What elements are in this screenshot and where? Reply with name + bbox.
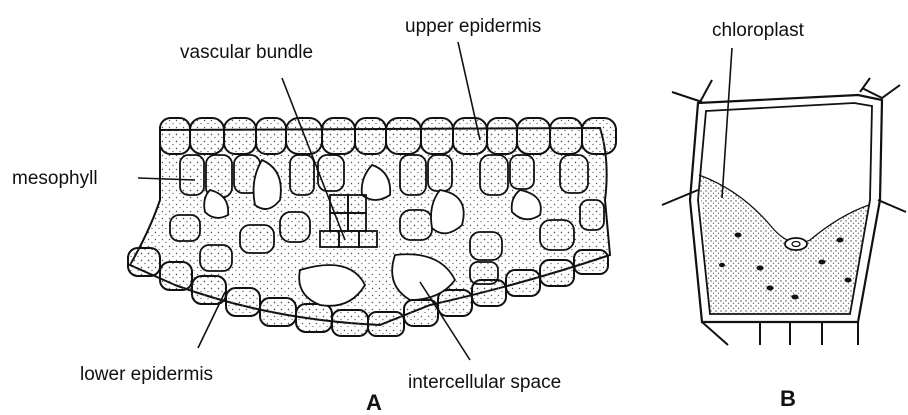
upper-epidermis-cell bbox=[487, 118, 517, 154]
panel-b-label: B bbox=[780, 386, 796, 411]
spongy-cell bbox=[280, 212, 310, 242]
upper-epidermis-cell bbox=[386, 118, 421, 154]
lower-epidermis-cell bbox=[332, 310, 368, 336]
lower-epidermis-cell bbox=[128, 248, 160, 276]
vascular-bundle-label: vascular bundle bbox=[180, 42, 313, 63]
intercellular-space-label: intercellular space bbox=[408, 372, 561, 393]
lower-epidermis-cell bbox=[404, 300, 438, 326]
lower-epidermis-cell bbox=[226, 288, 260, 316]
palisade-cell bbox=[428, 155, 452, 191]
lower-epidermis-cell bbox=[160, 262, 192, 290]
mesophyll-label: mesophyll bbox=[12, 168, 98, 189]
lower-epidermis-label: lower epidermis bbox=[80, 364, 213, 385]
spongy-cell bbox=[200, 245, 232, 271]
spongy-cell bbox=[580, 200, 604, 230]
palisade-cell bbox=[400, 155, 426, 195]
upper-epidermis-cell bbox=[224, 118, 256, 154]
palisade-cell bbox=[180, 155, 204, 195]
spongy-cell bbox=[470, 232, 502, 260]
lower-epidermis-cell bbox=[296, 304, 332, 332]
lower-epidermis-cell bbox=[260, 298, 296, 326]
leaf-cross-section: vascular bundle upper epidermis mesophyl… bbox=[12, 16, 616, 415]
lower-epidermis-cell bbox=[540, 260, 574, 286]
single-cell: chloroplast B bbox=[662, 20, 906, 411]
spongy-cell bbox=[170, 215, 200, 241]
upper-epidermis-cell bbox=[550, 118, 582, 154]
chloroplast-label: chloroplast bbox=[712, 20, 805, 41]
upper-epidermis-cell bbox=[421, 118, 453, 154]
spongy-cell bbox=[470, 262, 498, 284]
upper-epidermis-label: upper epidermis bbox=[405, 16, 541, 37]
upper-epidermis-cell bbox=[517, 118, 550, 154]
upper-epidermis-cell bbox=[453, 118, 487, 154]
nucleus bbox=[785, 238, 807, 250]
palisade-cell bbox=[318, 155, 344, 191]
palisade-cell bbox=[290, 155, 314, 195]
upper-epidermis-cell bbox=[322, 118, 355, 154]
palisade-cell bbox=[510, 155, 534, 189]
palisade-cell bbox=[480, 155, 508, 195]
spongy-cell bbox=[400, 210, 432, 240]
upper-epidermis-cell bbox=[160, 118, 190, 154]
spongy-cell bbox=[540, 220, 574, 250]
upper-epidermis-cell bbox=[355, 118, 386, 154]
upper-epidermis-cell bbox=[190, 118, 224, 154]
lower-epidermis-cell bbox=[368, 312, 404, 336]
lower-epidermis-cell bbox=[506, 270, 540, 296]
panel-a-label: A bbox=[366, 390, 382, 415]
lower-epidermis-cell bbox=[574, 250, 608, 274]
palisade-cell bbox=[560, 155, 588, 193]
upper-epidermis-cell bbox=[582, 118, 616, 154]
lower-neighbour-walls bbox=[760, 322, 822, 345]
spongy-cell bbox=[240, 225, 274, 253]
upper-epidermis-cells bbox=[160, 118, 616, 154]
lower-epidermis-cell bbox=[438, 290, 472, 316]
upper-epidermis-cell bbox=[256, 118, 286, 154]
